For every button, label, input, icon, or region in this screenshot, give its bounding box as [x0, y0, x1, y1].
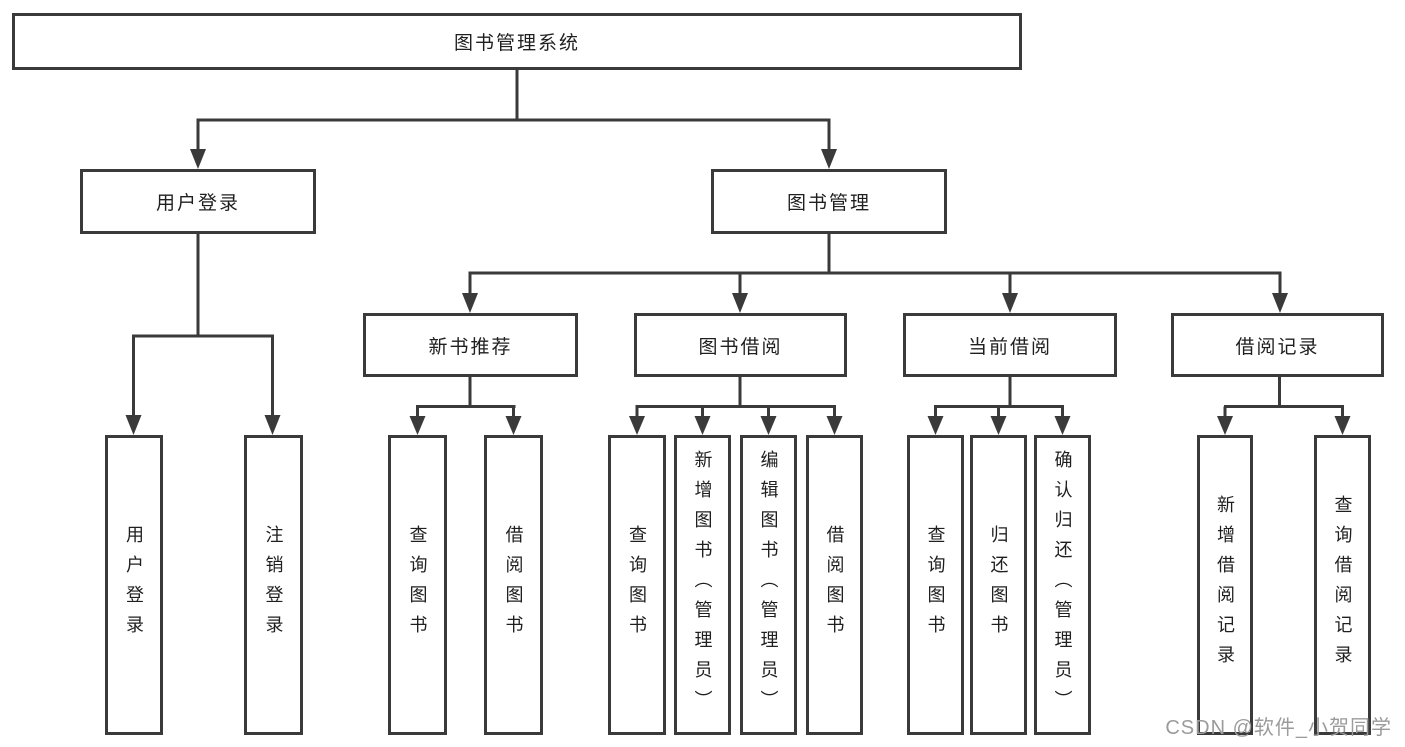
leaf-borrow-books-borrow: 借阅图书 [806, 435, 863, 735]
leaf-add-borrow-record: 新增借阅记录 [1197, 435, 1253, 735]
leaf-add-books-admin: 新增图书（管理员） [674, 435, 731, 735]
leaf-logout: 注销登录 [244, 435, 303, 735]
connector-book-borrow-children [629, 377, 843, 435]
leaf-confirm-return-admin: 确认归还（管理员） [1034, 435, 1091, 735]
leaf-query-borrow-record: 查询借阅记录 [1314, 435, 1371, 735]
node-user-login: 用户登录 [80, 169, 316, 234]
leaf-user-login: 用户登录 [105, 435, 163, 735]
node-library-management-system: 图书管理系统 [12, 13, 1022, 70]
connector-root-to-level2 [190, 70, 837, 169]
node-book-borrowing: 图书借阅 [634, 313, 847, 377]
node-new-book-recommendation: 新书推荐 [363, 313, 578, 377]
leaf-query-books-current: 查询图书 [907, 435, 964, 735]
node-borrowing-records: 借阅记录 [1171, 313, 1384, 377]
connector-current-borrow-children [927, 377, 1071, 435]
leaf-query-books-newbook: 查询图书 [388, 435, 447, 735]
connector-user-login-children [125, 234, 281, 435]
connector-new-book-children [409, 377, 522, 435]
connector-borrow-records-children [1217, 377, 1351, 435]
leaf-borrow-books-newbook: 借阅图书 [484, 435, 543, 735]
connector-book-management-children [462, 234, 1288, 313]
watermark: CSDN @软件_小贺同学 [1165, 717, 1392, 739]
node-book-management: 图书管理 [711, 169, 947, 234]
leaf-return-books: 归还图书 [970, 435, 1027, 735]
leaf-query-books-borrow: 查询图书 [608, 435, 666, 735]
leaf-edit-books-admin: 编辑图书（管理员） [740, 435, 797, 735]
node-current-borrowing: 当前借阅 [903, 313, 1117, 377]
